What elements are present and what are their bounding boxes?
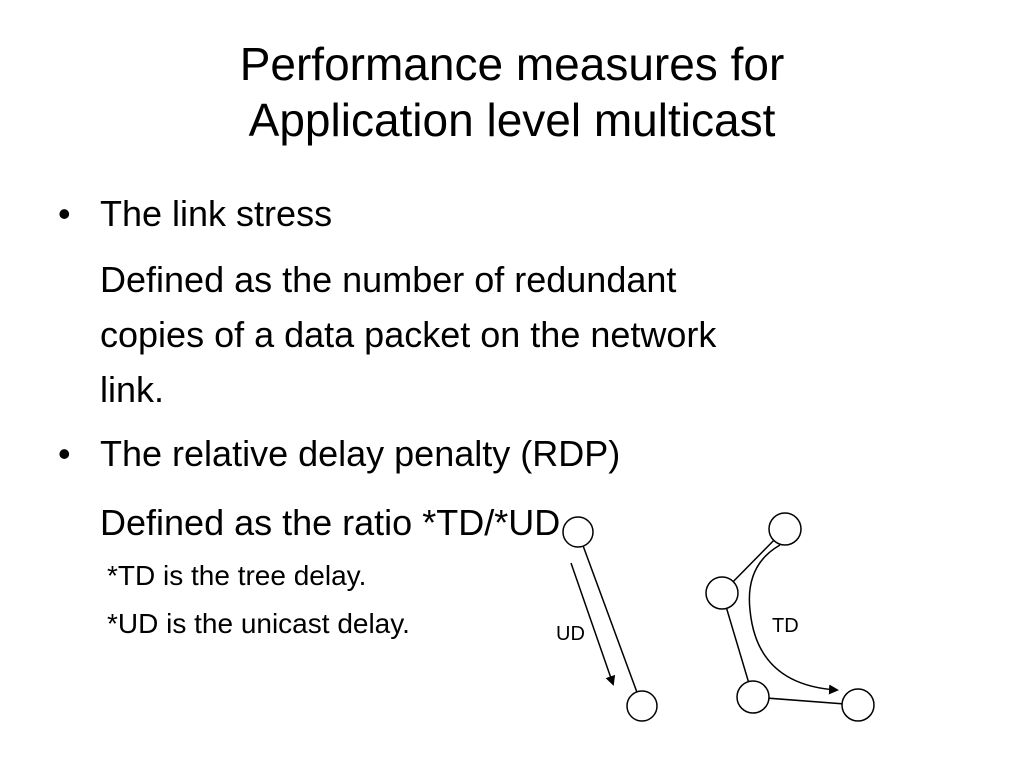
ud-label: UD	[556, 623, 585, 645]
bullet-heading-link-stress: The link stress	[100, 193, 333, 234]
ud-destination-node	[626, 690, 658, 722]
title-line-1: Performance measures for	[239, 38, 785, 90]
ud-arrow	[570, 562, 616, 686]
definition-line: link.	[100, 369, 165, 410]
definition-line: copies of a data packet on the network	[100, 314, 717, 355]
slide-title: Performance measures for Application lev…	[0, 36, 1024, 148]
td-root-node	[768, 512, 802, 546]
definition-rdp: Defined as the ratio *TD/*UD.	[100, 495, 570, 550]
note-td: *TD is the tree delay.	[107, 560, 367, 591]
definition-line: Defined as the number of redundant	[100, 259, 677, 300]
bullet-icon: •	[58, 193, 71, 234]
td-label: TD	[772, 615, 799, 637]
bullet-heading-rdp: The relative delay penalty (RDP)	[100, 433, 621, 474]
td-intermediate-node	[705, 576, 739, 610]
td-link-2	[721, 592, 754, 698]
td-link-1	[721, 528, 786, 594]
definition-line: Defined as the ratio *TD/*UD.	[100, 502, 571, 543]
td-arrow	[748, 544, 839, 695]
definition-link-stress: Defined as the number of redundant copie…	[100, 252, 716, 417]
bullet-icon: •	[58, 433, 71, 474]
ud-link	[577, 531, 643, 707]
td-destination-node	[841, 688, 875, 722]
td-branch-node	[736, 680, 770, 714]
td-link-3	[752, 696, 859, 706]
note-ud: *UD is the unicast delay.	[107, 608, 410, 639]
title-line-2: Application level multicast	[248, 94, 776, 146]
